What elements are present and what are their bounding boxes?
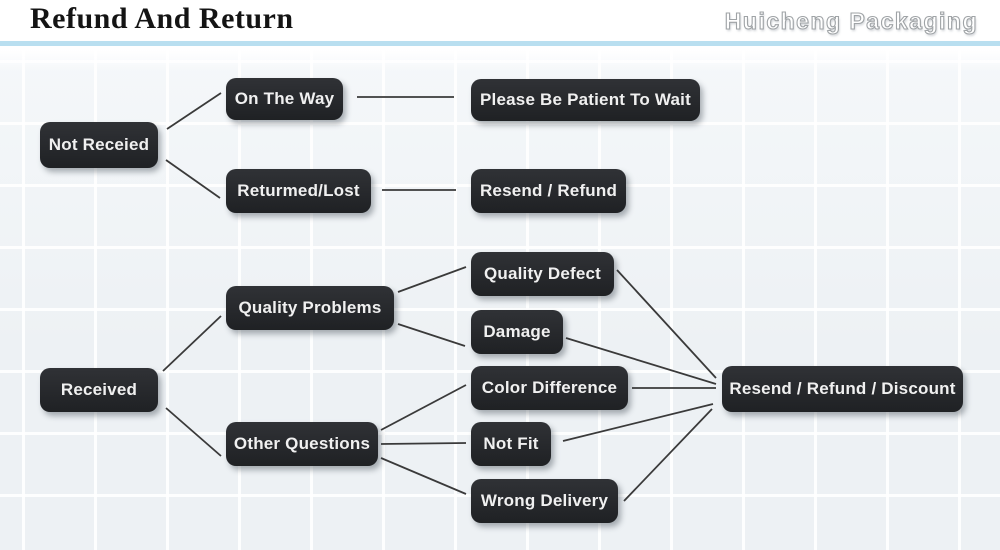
node-quality-problems: Quality Problems	[226, 286, 394, 330]
connector-other-questions-to-not-fit	[380, 442, 467, 445]
node-resend-refund-discount: Resend / Refund / Discount	[722, 366, 963, 412]
connector-quality-problems-to-quality-defect	[397, 266, 467, 293]
connector-other-questions-to-wrong-delivery	[380, 457, 467, 495]
tiled-background	[0, 46, 1000, 550]
page-title: Refund And Return	[30, 2, 294, 35]
brand-logo-text: Huicheng Packaging	[724, 7, 978, 34]
node-received: Received	[40, 368, 158, 412]
connector-not-received-to-returned-lost	[165, 159, 221, 199]
node-be-patient: Please Be Patient To Wait	[471, 79, 700, 121]
node-resend-refund: Resend / Refund	[471, 169, 626, 213]
node-on-the-way: On The Way	[226, 78, 343, 120]
connector-received-to-other-questions	[165, 407, 222, 457]
node-not-received: Not Receied	[40, 122, 158, 168]
connector-quality-problems-to-damage	[397, 323, 466, 347]
connector-wrong-delivery-to-resend-refund-discount	[623, 408, 713, 502]
node-wrong-delivery: Wrong Delivery	[471, 479, 618, 523]
node-damage: Damage	[471, 310, 563, 354]
node-color-difference: Color Difference	[471, 366, 628, 410]
accent-bar	[0, 41, 1000, 46]
header: Refund And Return Huicheng Packaging	[0, 0, 1000, 41]
connector-damage-to-resend-refund-discount	[565, 337, 717, 385]
node-quality-defect: Quality Defect	[471, 252, 614, 296]
node-returned-lost: Returmed/Lost	[226, 169, 371, 213]
connector-other-questions-to-color-difference	[380, 384, 467, 431]
node-other-questions: Other Questions	[226, 422, 378, 466]
node-not-fit: Not Fit	[471, 422, 551, 466]
connector-not-fit-to-resend-refund-discount	[562, 403, 714, 442]
connector-received-to-quality-problems	[162, 315, 222, 372]
connector-not-received-to-on-the-way	[166, 92, 222, 130]
connector-quality-defect-to-resend-refund-discount	[616, 269, 717, 379]
